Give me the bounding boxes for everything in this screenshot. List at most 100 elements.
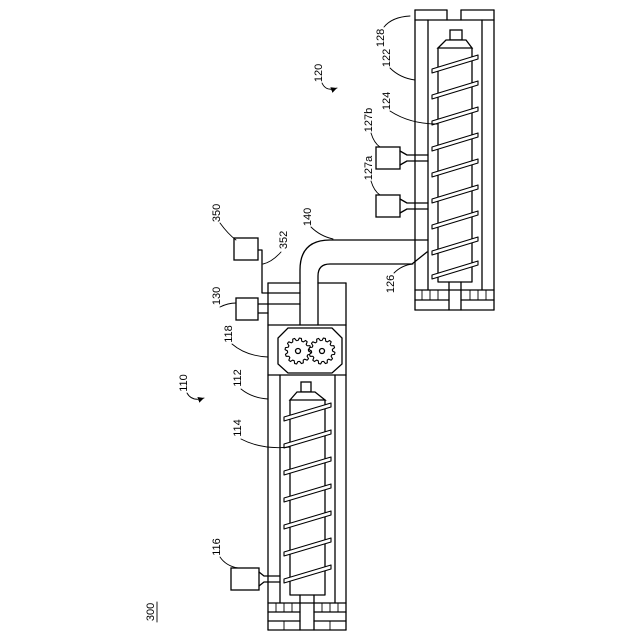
callout-112: 112	[232, 369, 244, 387]
upper-top-edge	[415, 10, 494, 20]
lower-screw-cap	[290, 392, 325, 400]
callout-110-text: 110	[178, 374, 190, 392]
hopper-127b-neck	[400, 151, 428, 165]
callout-114-leader	[241, 439, 290, 448]
upper-screw-nose	[450, 30, 462, 40]
upper-screw-flight	[432, 133, 478, 151]
callout-352-leader	[263, 252, 281, 264]
callout-114: 114	[232, 419, 244, 437]
hopper-127b-body	[376, 147, 400, 169]
hopper-116	[231, 568, 280, 590]
gear-right	[309, 338, 335, 364]
callout-350: 350	[211, 204, 223, 222]
upper-screw-flight	[432, 185, 478, 203]
upper-screw-flight	[432, 81, 478, 99]
callout-127b: 127b	[363, 108, 375, 132]
callout-130: 130	[211, 287, 223, 305]
callout-350-text: 350	[211, 204, 223, 222]
callout-124-leader	[390, 111, 437, 124]
callout-114-text: 114	[232, 419, 244, 437]
callout-130-text: 130	[211, 287, 223, 305]
callout-120-arrow	[322, 83, 337, 89]
lower-screw-nose	[301, 382, 311, 392]
upper-screw-flight	[432, 107, 478, 125]
upper-screw-flight	[432, 55, 478, 73]
lower-drive-shaft	[300, 595, 314, 630]
lower-base-lines	[268, 603, 346, 630]
callout-126-text: 126	[385, 275, 397, 293]
lower-screw-flight	[284, 565, 331, 583]
callout-122-text: 122	[381, 49, 393, 67]
callout-124: 124	[381, 92, 393, 110]
callout-118-leader	[232, 344, 268, 357]
box-130	[236, 298, 258, 320]
lower-screw-flight	[284, 430, 331, 448]
callout-140-text: 140	[302, 208, 314, 226]
callout-124-text: 124	[381, 92, 393, 110]
lower-base-hatch	[276, 603, 338, 630]
gear-pump	[278, 328, 342, 373]
upper-screw-flight	[432, 211, 478, 229]
lower-pipe-stub	[300, 283, 318, 325]
lower-screw-flight	[284, 538, 331, 556]
upper-screw	[432, 30, 478, 282]
lower-screw-flight	[284, 484, 331, 502]
line-from-350	[258, 250, 300, 293]
callout-122-leader	[390, 68, 415, 80]
callout-128-text: 128	[375, 29, 387, 47]
callout-120-text: 120	[313, 64, 325, 82]
callout-116-text: 116	[211, 538, 223, 556]
hopper-127a	[376, 195, 428, 217]
upper-screw-flight	[432, 261, 478, 279]
upper-unit	[376, 10, 494, 310]
hopper-127b	[376, 147, 428, 169]
upper-drive-shaft	[449, 282, 461, 310]
callout-116-leader	[220, 557, 238, 568]
pipe-140	[300, 240, 428, 283]
callout-120: 120	[313, 64, 325, 82]
hopper-116-body	[231, 568, 259, 590]
callout-128-leader	[384, 16, 410, 27]
callout-110-arrow	[187, 393, 204, 399]
figure-label-300: 300	[145, 602, 157, 622]
lower-screw	[284, 382, 331, 595]
callout-118-text: 118	[223, 325, 235, 343]
callout-127b-leader	[371, 133, 380, 147]
callout-126-leader	[394, 264, 413, 273]
callout-140-leader	[311, 227, 333, 239]
callout-352-text: 352	[278, 231, 290, 249]
upper-screw-flight	[432, 237, 478, 255]
upper-base-lines	[415, 290, 494, 310]
pipe-outer-edge	[300, 240, 428, 283]
callout-112-leader	[241, 389, 268, 399]
callout-122: 122	[381, 49, 393, 67]
hopper-116-neck	[259, 572, 280, 586]
figure-label-text: 300	[145, 603, 157, 621]
upper-base-hatch	[422, 290, 486, 300]
callout-116: 116	[211, 538, 223, 556]
callout-110: 110	[178, 374, 190, 392]
vent-128	[447, 10, 461, 20]
callout-127a-text: 127a	[363, 155, 375, 180]
callout-126: 126	[385, 275, 397, 293]
lower-screw-flight	[284, 457, 331, 475]
callout-352: 352	[278, 231, 290, 249]
upper-screw-flight	[432, 159, 478, 177]
hopper-127a-body	[376, 195, 400, 217]
callout-112-text: 112	[232, 369, 244, 387]
box-350	[234, 238, 258, 260]
lower-screw-flight	[284, 403, 331, 421]
callout-127a: 127a	[363, 155, 375, 180]
callouts: 300 110 112 114 116 118 130	[145, 16, 437, 622]
callout-140: 140	[302, 208, 314, 226]
hopper-127a-neck	[400, 199, 428, 213]
callout-118: 118	[223, 325, 235, 343]
pipe-inner-edge	[318, 252, 427, 283]
lower-screw-flight	[284, 511, 331, 529]
lower-unit	[231, 238, 346, 630]
callout-128: 128	[375, 29, 387, 47]
upper-screw-cap	[438, 40, 472, 48]
callout-127a-leader	[371, 181, 380, 195]
callout-127b-text: 127b	[363, 108, 375, 132]
